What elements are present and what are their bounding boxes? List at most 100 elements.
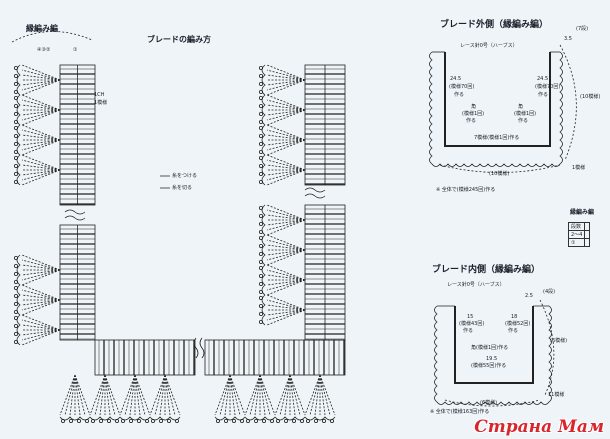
- outer-side-count: (10模様): [580, 94, 601, 100]
- key-table: 段数 2～4 ①: [567, 222, 591, 247]
- fan-stitch: [289, 374, 296, 416]
- bottom-fan-edge: [149, 416, 181, 421]
- picot: [231, 418, 236, 423]
- key-cell: [584, 238, 591, 247]
- picot: [258, 281, 263, 286]
- picot: [258, 90, 263, 95]
- fan-stitch: [224, 374, 231, 416]
- outer-braid-title: ブレード外側（縁編み編）: [440, 20, 549, 30]
- row-mark-1: ①: [73, 47, 78, 53]
- picot: [253, 418, 258, 423]
- fan-stitch: [21, 289, 61, 301]
- key-cell: 段数: [567, 222, 586, 231]
- picot: [258, 295, 263, 300]
- picot: [174, 418, 179, 423]
- left-fan-edge: [16, 254, 21, 286]
- picot: [69, 418, 74, 423]
- picot: [223, 418, 228, 423]
- picot: [13, 90, 18, 95]
- picot: [13, 74, 18, 79]
- fan-stitch: [266, 159, 306, 171]
- picot: [13, 179, 18, 184]
- picot: [144, 418, 149, 423]
- right-fan-edge: [261, 154, 266, 186]
- fan-stitch: [21, 139, 61, 146]
- fan-stitch: [229, 374, 236, 416]
- right-fan-edge: [261, 294, 266, 326]
- picot: [136, 418, 141, 423]
- outer-rows: (7段): [576, 26, 589, 32]
- inner-height: 2.5: [525, 293, 533, 299]
- fan-stitch: [164, 374, 181, 416]
- fan-stitch: [254, 374, 261, 416]
- picot: [258, 235, 263, 240]
- outer-bottom-count: (10模様): [489, 171, 510, 177]
- picot: [258, 213, 263, 218]
- inner-braid-scallop-edge: [434, 305, 552, 405]
- fan-stitch: [266, 309, 306, 321]
- watermark-logo: Страна Мам: [474, 417, 604, 437]
- bottom-fan-edge: [89, 416, 121, 421]
- picot: [258, 155, 263, 160]
- fan-stitch: [104, 374, 116, 416]
- fan-stitch: [21, 134, 61, 141]
- picot: [291, 418, 296, 423]
- fan-stitch: [266, 299, 306, 311]
- fan-stitch: [64, 374, 76, 416]
- picot: [258, 303, 263, 308]
- picot: [13, 263, 18, 268]
- fan-stitch: [21, 329, 61, 341]
- right-fan-edge: [261, 94, 266, 126]
- picot: [283, 418, 288, 423]
- picot: [258, 171, 263, 176]
- fan-stitch: [21, 319, 61, 331]
- fan-stitch: [21, 109, 61, 116]
- picot: [13, 285, 18, 290]
- picot: [258, 120, 263, 125]
- fan-stitch: [266, 244, 306, 251]
- dimension-line: [444, 399, 541, 407]
- break-mark: [304, 187, 326, 199]
- fan-stitch: [259, 374, 266, 416]
- picot: [13, 104, 18, 109]
- fan-stitch: [266, 214, 306, 221]
- picot: [128, 418, 133, 423]
- picot: [215, 418, 220, 423]
- fan-stitch: [266, 139, 306, 151]
- picot: [150, 418, 155, 423]
- fan-stitch: [266, 139, 306, 146]
- picot: [13, 331, 18, 336]
- fan-stitch: [21, 99, 61, 111]
- picot: [13, 133, 18, 138]
- fan-stitch: [266, 99, 306, 111]
- fan-stitch: [304, 374, 321, 416]
- fan-stitch: [21, 104, 61, 111]
- picot: [13, 309, 18, 314]
- fan-stitch: [314, 374, 321, 416]
- left-fan-edge: [16, 154, 21, 186]
- picot: [61, 418, 66, 423]
- left-fan-edge: [16, 94, 21, 126]
- fan-stitch: [214, 374, 231, 416]
- fan-stitch: [266, 109, 306, 121]
- fan-stitch: [266, 104, 306, 111]
- outer-corner-right: 角: [518, 104, 524, 110]
- outer-height: 3.5: [564, 36, 572, 42]
- fan-stitch: [119, 374, 136, 416]
- picot: [313, 418, 318, 423]
- fan-stitch: [164, 374, 171, 416]
- fan-stitch: [94, 374, 106, 416]
- fan-stitch: [266, 129, 306, 141]
- fan-stitch: [266, 79, 306, 91]
- fan-stitch: [266, 274, 306, 281]
- outer-corner-left2: (模様1回): [462, 111, 485, 117]
- inner-right-make2: 作る: [508, 328, 519, 334]
- fan-stitch: [99, 374, 106, 416]
- picot: [258, 243, 263, 248]
- fan-stitch: [266, 269, 306, 281]
- picot: [258, 96, 263, 101]
- fan-stitch: [259, 374, 276, 416]
- picot: [158, 418, 163, 423]
- break-mark: [193, 337, 205, 359]
